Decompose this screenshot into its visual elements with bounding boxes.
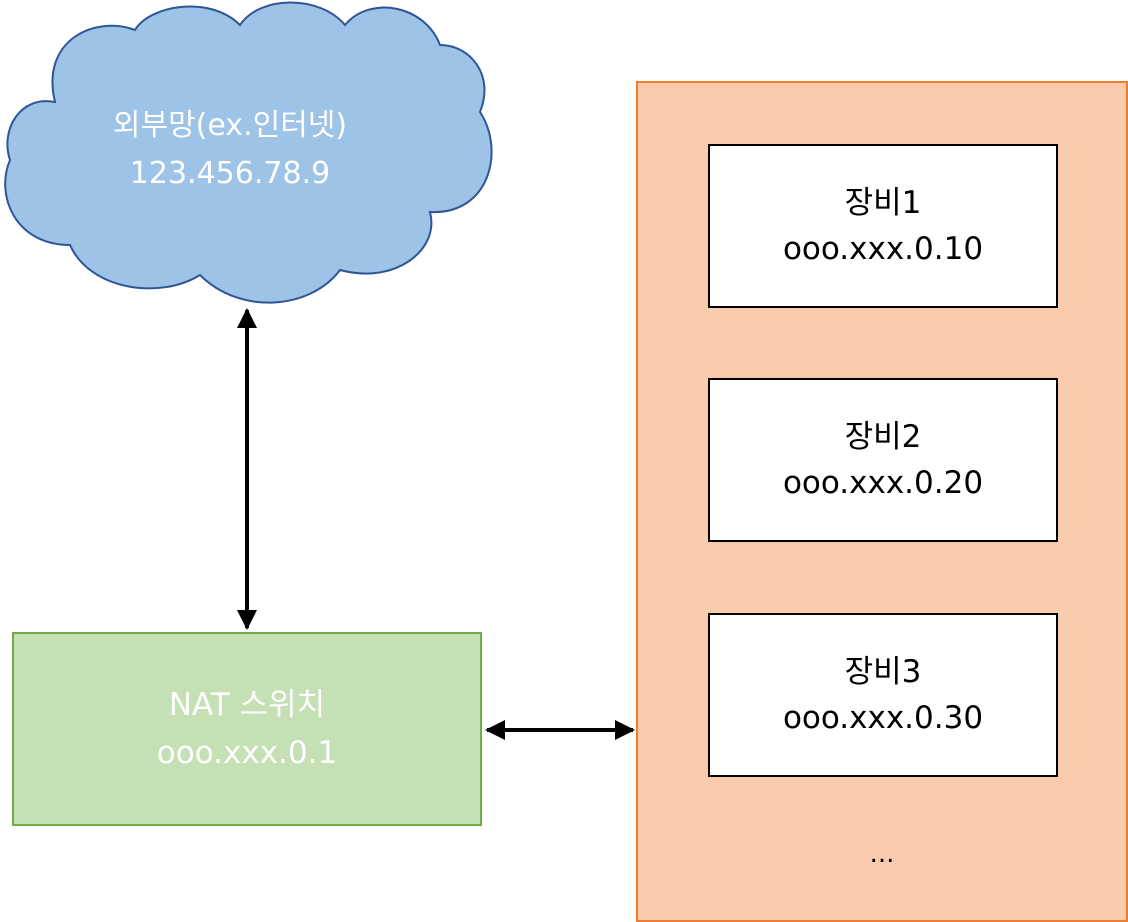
device-ip: ooo.xxx.0.10 — [782, 231, 984, 267]
more-devices-ellipsis: ... — [869, 839, 895, 869]
nat-switch-box: NAT 스위치 ooo.xxx.0.1 — [12, 632, 482, 826]
device-ip: ooo.xxx.0.20 — [782, 465, 984, 501]
internal-network-box: 장비1 ooo.xxx.0.10 장비2 ooo.xxx.0.20 장비3 oo… — [636, 81, 1128, 922]
cloud-ip: 123.456.78.9 — [129, 156, 331, 191]
nat-ip: ooo.xxx.0.1 — [156, 735, 338, 771]
device-box-3: 장비3 ooo.xxx.0.30 — [708, 613, 1058, 777]
device-name: 장비1 — [844, 185, 922, 221]
cloud-shape — [4, 1, 493, 304]
device-name: 장비3 — [844, 654, 922, 690]
device-box-2: 장비2 ooo.xxx.0.20 — [708, 378, 1058, 542]
device-box-1: 장비1 ooo.xxx.0.10 — [708, 144, 1058, 308]
cloud-label: 외부망(ex.인터넷) 123.456.78.9 — [60, 102, 400, 198]
device-name: 장비2 — [844, 419, 922, 455]
device-ip: ooo.xxx.0.30 — [782, 700, 984, 736]
nat-title: NAT 스위치 — [168, 687, 326, 723]
cloud-title: 외부망(ex.인터넷) — [112, 108, 348, 143]
